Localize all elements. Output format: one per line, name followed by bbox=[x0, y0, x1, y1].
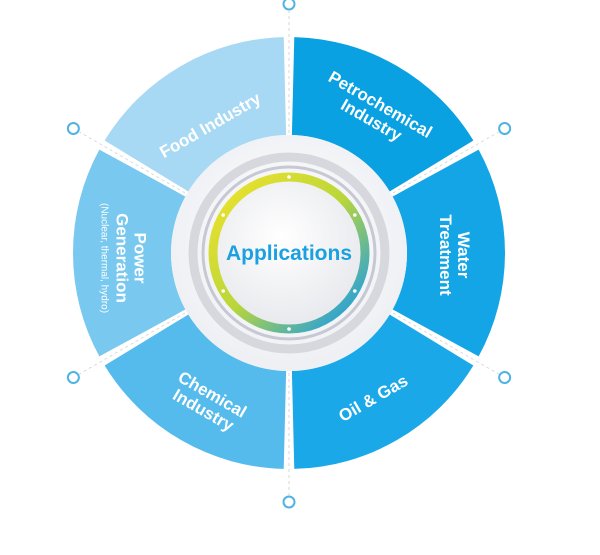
divider-dashed-line bbox=[392, 312, 499, 375]
connectors-layer bbox=[66, 0, 512, 509]
segment-petrochemical-industry bbox=[291, 37, 474, 192]
ring-dots bbox=[221, 175, 357, 331]
segment-water-treatment bbox=[392, 149, 506, 357]
segments-layer bbox=[72, 37, 506, 469]
divider-dashed-line bbox=[79, 312, 186, 375]
connector-node bbox=[282, 0, 296, 11]
segment-power-generation bbox=[72, 149, 186, 357]
center-label: Applications bbox=[226, 242, 352, 265]
segment-label-line: Water bbox=[454, 232, 473, 279]
segment-sublabel: (Nuclear, thermal, hydro) bbox=[98, 203, 109, 313]
connector-node bbox=[498, 371, 512, 384]
divider-dashed-line bbox=[392, 131, 499, 194]
divider-dashed-line bbox=[79, 131, 186, 194]
ring-dot bbox=[287, 175, 291, 179]
segment-oil-gas bbox=[291, 314, 474, 469]
center-hub: Applications bbox=[171, 135, 407, 371]
segment-label-line: Generation bbox=[112, 213, 131, 303]
connector-node bbox=[66, 122, 80, 135]
ring-dot bbox=[287, 327, 291, 331]
segment-food-industry bbox=[104, 37, 287, 192]
outer-gray-ring bbox=[188, 152, 390, 354]
ring-dot bbox=[221, 213, 225, 217]
connector-node bbox=[498, 122, 512, 135]
inner-gray-ring bbox=[201, 165, 377, 341]
connector-node bbox=[66, 371, 80, 384]
ring-dot bbox=[221, 289, 225, 293]
ring-dot bbox=[353, 213, 357, 217]
connector-node bbox=[282, 495, 296, 509]
ring-dot bbox=[353, 289, 357, 293]
segment-chemical-industry bbox=[104, 314, 287, 469]
segment-label-line: Power bbox=[130, 232, 149, 283]
segment-label-line: Treatment bbox=[436, 214, 455, 296]
